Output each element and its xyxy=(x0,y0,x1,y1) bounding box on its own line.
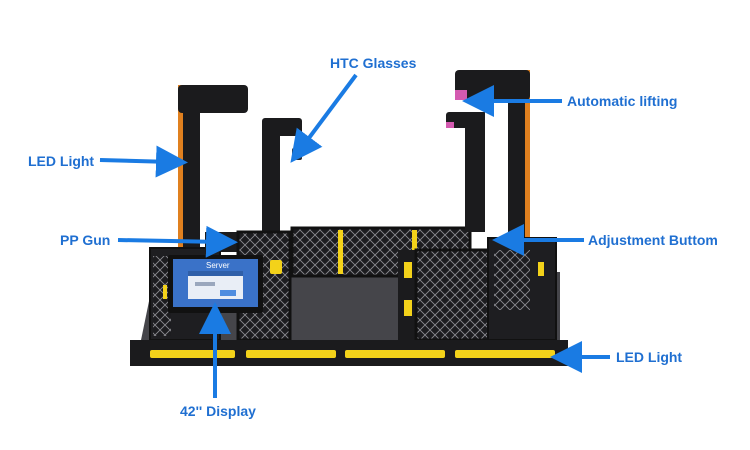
arrow-pp-gun xyxy=(117,225,238,258)
label-led-light-bottom: LED Light xyxy=(616,349,683,365)
label-led-light-top: LED Light xyxy=(28,153,95,169)
back-fence-yellow-post xyxy=(338,230,343,274)
label-htc-glasses: HTC Glasses xyxy=(330,55,417,71)
right-inner-pillar xyxy=(446,112,485,232)
right-cabinet xyxy=(487,237,557,341)
label-adjustment-buttom: Adjustment Buttom xyxy=(588,232,718,248)
left-tall-pillar xyxy=(178,85,248,255)
arrow-htc-glasses xyxy=(290,73,358,163)
arrow-led-light-top xyxy=(99,145,188,178)
label-automatic-lifting: Automatic lifting xyxy=(567,93,678,109)
middle-pillar xyxy=(262,118,302,232)
base-platform xyxy=(130,340,568,366)
display-screen-title: Server xyxy=(206,261,230,270)
right-gate-panel xyxy=(398,248,494,342)
label-display: 42'' Display xyxy=(180,403,256,419)
label-pp-gun: PP Gun xyxy=(60,232,111,248)
